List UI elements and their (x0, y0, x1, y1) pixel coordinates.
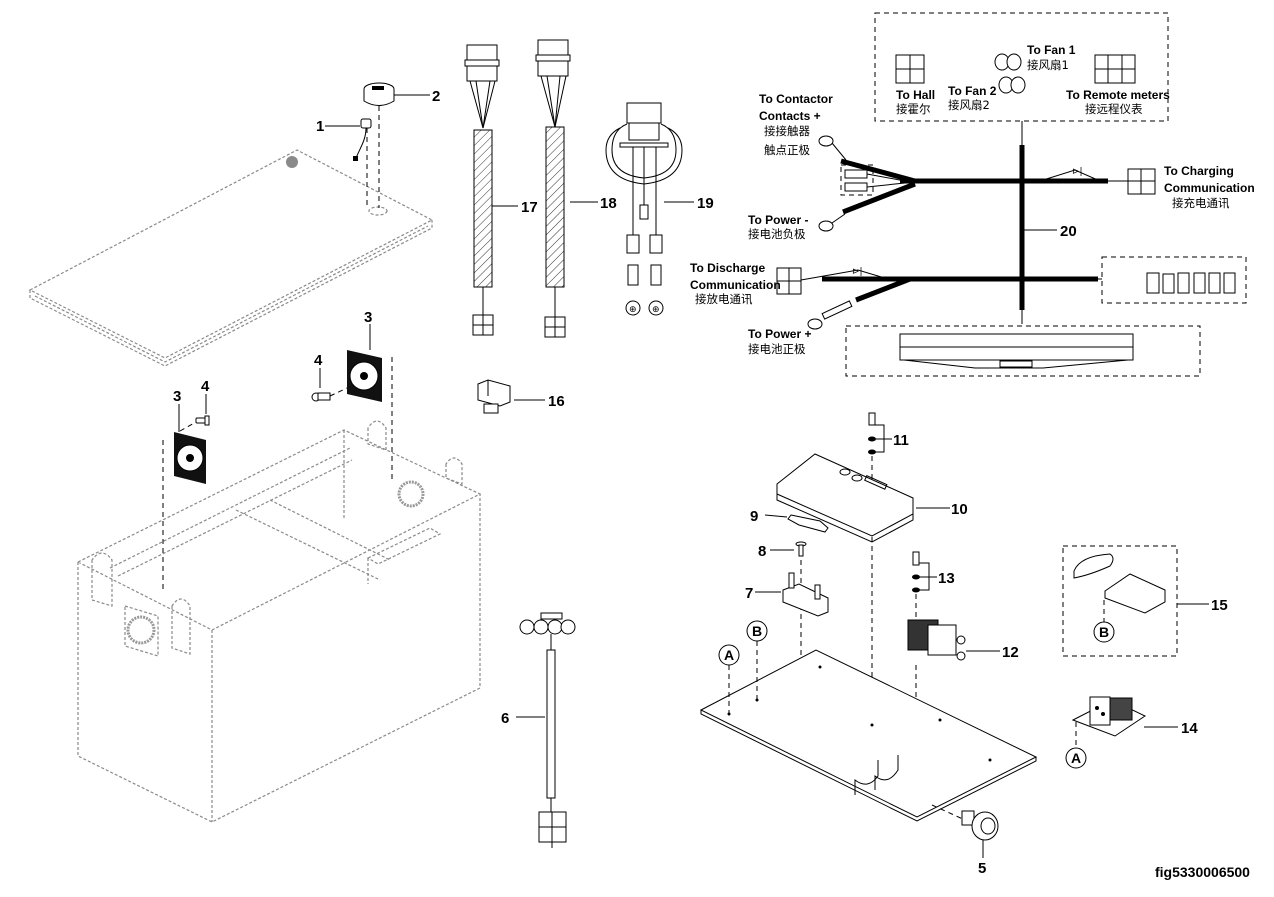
part-16-relay (477, 379, 545, 414)
part-6-sensor-cable (516, 612, 576, 848)
figure-id: fig5330006500 (1155, 864, 1250, 880)
callout-1: 1 (316, 118, 324, 135)
svg-text:接接触器: 接接触器 (764, 124, 810, 138)
callout-4-left: 4 (201, 378, 210, 395)
part-10-bms-controller (776, 453, 950, 543)
callout-7: 7 (745, 585, 753, 602)
part-3-fan-right (347, 324, 393, 480)
marker-b-module: B (1093, 621, 1115, 643)
part-5-hall-sensor (961, 810, 999, 858)
callout-5: 5 (978, 860, 986, 877)
part-3-fan-left (162, 404, 206, 590)
svg-text:接充电通讯: 接充电通讯 (1172, 196, 1230, 210)
label-to-charging-communication: To Charging Communication 接充电通讯 (1164, 164, 1255, 210)
part-14-relay-module (1071, 696, 1178, 748)
svg-text:接风扇2: 接风扇2 (948, 98, 990, 112)
part-2-battery-gauge (363, 82, 430, 208)
svg-text:To Contactor: To Contactor (759, 92, 833, 106)
label-to-contactor: To Contactor Contacts + 接接触器 触点正极 (759, 92, 833, 157)
svg-text:To Fan 1: To Fan 1 (1027, 43, 1076, 57)
svg-text:接风扇1: 接风扇1 (1027, 58, 1069, 72)
callout-12: 12 (1002, 644, 1019, 661)
callout-19: 19 (697, 195, 714, 212)
svg-text:Communication: Communication (690, 278, 781, 292)
svg-text:To Charging: To Charging (1164, 164, 1234, 178)
svg-text:To Remote meters: To Remote meters (1066, 88, 1170, 102)
callout-10: 10 (951, 501, 968, 518)
part-4-screw-left (179, 394, 210, 432)
label-to-fan-2: To Fan 2 接风扇2 (948, 84, 997, 112)
bms-main-connector (899, 333, 1134, 369)
svg-text:To Fan 2: To Fan 2 (948, 84, 997, 98)
part-12-contactor (907, 619, 1000, 661)
mounting-plate (699, 649, 1038, 822)
svg-text:A: A (724, 647, 734, 663)
callout-14: 14 (1181, 720, 1198, 737)
marker-a-module: A (1065, 747, 1087, 769)
callout-9: 9 (750, 508, 758, 525)
callout-13: 13 (938, 570, 955, 587)
battery-lid (28, 149, 434, 367)
callout-8: 8 (758, 543, 766, 560)
marker-a-plate: A (718, 644, 740, 714)
part-7-fuse-holder (755, 572, 829, 617)
label-to-hall: To Hall 接霍尔 (896, 88, 935, 116)
callout-3-left: 3 (173, 388, 181, 405)
callout-4-right: 4 (314, 352, 323, 369)
svg-text:A: A (1071, 750, 1081, 766)
svg-text:To Discharge: To Discharge (690, 261, 765, 275)
part-4-screw-right (311, 368, 348, 402)
label-to-power-negative: To Power - 接电池负极 (748, 213, 808, 241)
part-20-wire-harness: ⊳| ⊳| (776, 12, 1247, 377)
callout-2: 2 (432, 88, 440, 105)
svg-text:接电池正极: 接电池正极 (748, 342, 806, 356)
part-17-cable (464, 44, 518, 336)
svg-text:To Power +: To Power + (748, 327, 811, 341)
label-to-discharge-communication: To Discharge Communication 接放电通讯 (690, 261, 781, 306)
svg-text:Contacts +: Contacts + (759, 109, 821, 123)
svg-text:⊕: ⊕ (629, 305, 637, 315)
svg-text:B: B (1099, 624, 1109, 640)
part-9-busbar (764, 514, 829, 533)
part-15-display-module (1062, 545, 1209, 657)
part-18-cable (535, 39, 598, 338)
callout-15: 15 (1211, 597, 1228, 614)
svg-text:接电池负极: 接电池负极 (748, 227, 806, 241)
svg-text:⊕: ⊕ (652, 305, 660, 315)
svg-text:触点正极: 触点正极 (764, 143, 810, 157)
svg-text:接远程仪表: 接远程仪表 (1085, 102, 1143, 116)
callout-16: 16 (548, 393, 565, 410)
callout-6: 6 (501, 710, 509, 727)
svg-text:⊳|: ⊳| (852, 267, 863, 277)
svg-text:To Power -: To Power - (748, 213, 808, 227)
label-to-remote-meters: To Remote meters 接远程仪表 (1066, 88, 1170, 116)
label-to-fan-1: To Fan 1 接风扇1 (1027, 43, 1076, 72)
callout-20: 20 (1060, 223, 1077, 240)
svg-text:⊳|: ⊳| (1072, 167, 1083, 177)
battery-box (76, 420, 482, 823)
part-19-charging-plug: ⊕ ⊕ (605, 102, 694, 316)
callout-17: 17 (521, 199, 538, 216)
part-11-screw-washers (868, 412, 892, 724)
svg-text:接霍尔: 接霍尔 (896, 102, 931, 116)
marker-b-plate: B (746, 620, 768, 700)
part-1-connector (325, 118, 372, 205)
label-to-power-positive: To Power + 接电池正极 (748, 327, 811, 356)
callout-3-right: 3 (364, 309, 372, 326)
callout-11: 11 (893, 432, 909, 449)
callout-18: 18 (600, 195, 617, 212)
svg-text:B: B (752, 623, 762, 639)
svg-text:接放电通讯: 接放电通讯 (695, 292, 753, 306)
svg-text:Communication: Communication (1164, 181, 1255, 195)
svg-text:To Hall: To Hall (896, 88, 935, 102)
